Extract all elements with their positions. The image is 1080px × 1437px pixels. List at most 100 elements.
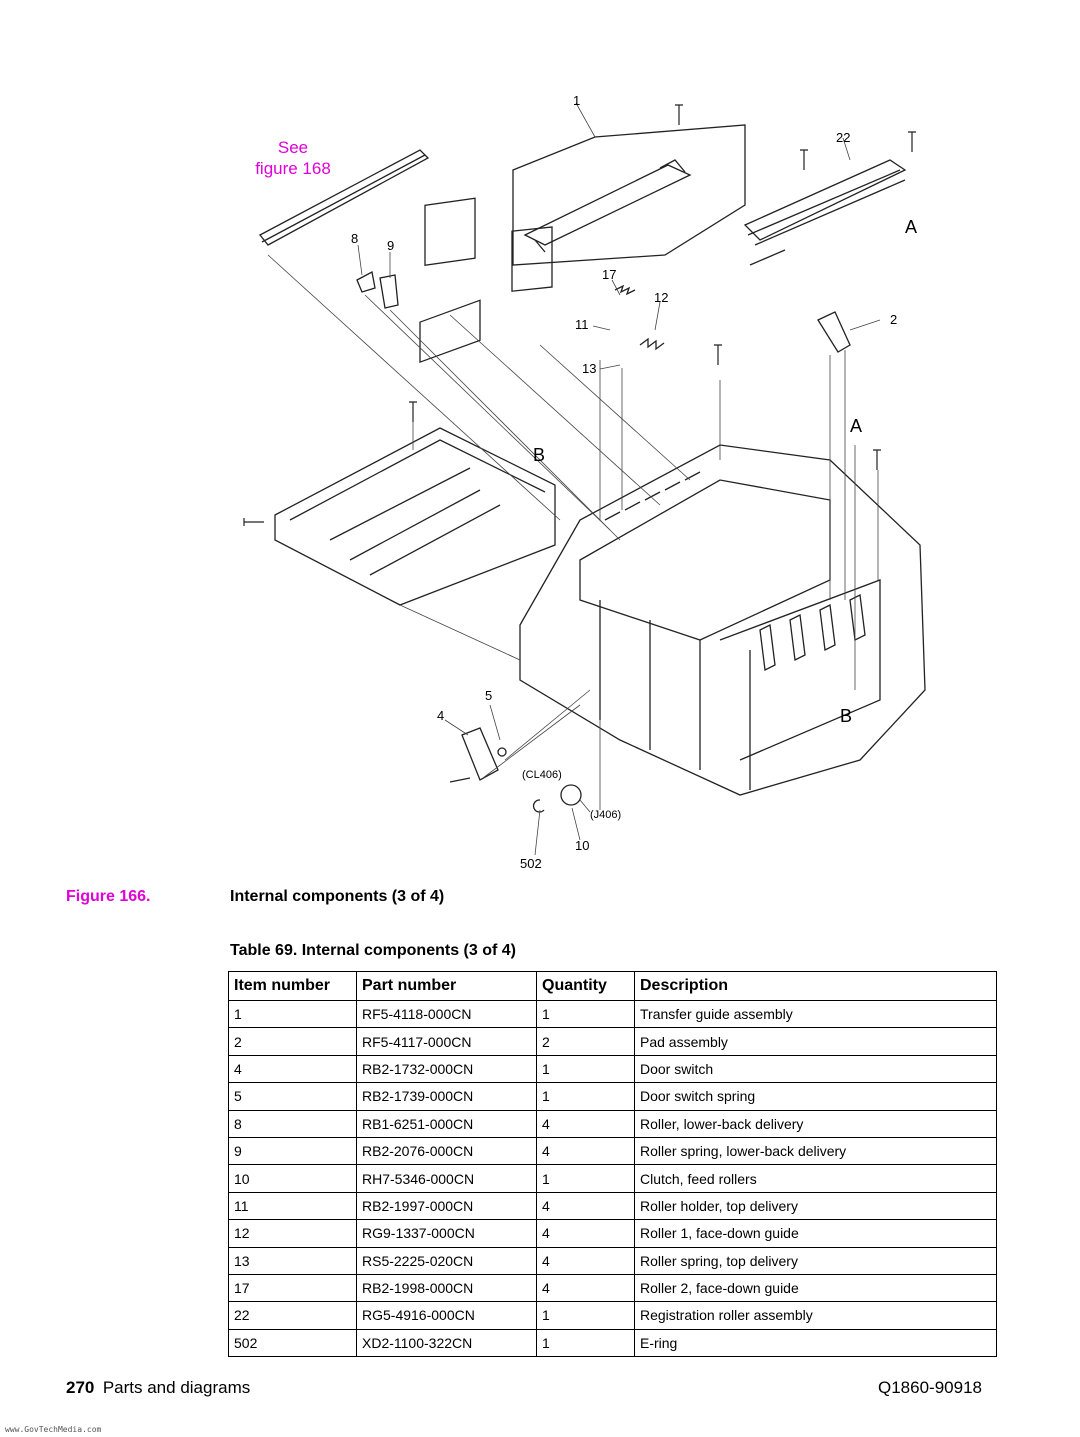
cell-description: Roller 2, face-down guide (634, 1273, 997, 1302)
cell-part-number: RF5-4117-000CN (356, 1027, 537, 1056)
callout-17: 17 (602, 267, 616, 282)
cell-item-number: 8 (228, 1109, 357, 1138)
cell-quantity: 1 (536, 1164, 635, 1193)
cell-part-number: RB2-1732-000CN (356, 1054, 537, 1083)
figure-label[interactable]: Figure 166. (66, 888, 151, 905)
cell-description: Roller spring, lower-back delivery (634, 1136, 997, 1165)
callout-j406: (J406) (590, 809, 621, 821)
see-figure-link-line2[interactable]: figure 168 (255, 159, 331, 178)
cell-part-number: RS5-2225-020CN (356, 1246, 537, 1275)
cell-part-number: RB1-6251-000CN (356, 1109, 537, 1138)
callout-B-chassis: B (840, 706, 852, 726)
see-figure-link[interactable]: See figure 168 (248, 137, 338, 179)
cell-quantity: 1 (536, 999, 635, 1028)
cell-item-number: 10 (228, 1164, 357, 1193)
cell-part-number: RG5-4916-000CN (356, 1301, 537, 1330)
figure-title: Internal components (3 of 4) (230, 888, 445, 905)
document-id: Q1860-90918 (878, 1378, 982, 1397)
cell-item-number: 17 (228, 1273, 357, 1302)
cell-quantity: 1 (536, 1054, 635, 1083)
cell-part-number: RB2-1739-000CN (356, 1082, 537, 1111)
cell-quantity: 4 (536, 1246, 635, 1275)
cell-quantity: 1 (536, 1082, 635, 1111)
cell-item-number: 13 (228, 1246, 357, 1275)
cell-quantity: 4 (536, 1109, 635, 1138)
page-number: 270 (66, 1378, 95, 1397)
cell-description: E-ring (634, 1328, 997, 1358)
col-header-description: Description (634, 971, 997, 1001)
cell-description: Clutch, feed rollers (634, 1164, 997, 1193)
col-header-item-number: Item number (228, 971, 357, 1001)
cell-quantity: 4 (536, 1219, 635, 1248)
cell-description: Door switch (634, 1054, 997, 1083)
site-watermark: www.GovTechMedia.com (5, 1425, 102, 1434)
cell-quantity: 4 (536, 1273, 635, 1302)
callout-10: 10 (575, 838, 589, 853)
cell-quantity: 1 (536, 1328, 635, 1358)
cell-part-number: RH7-5346-000CN (356, 1164, 537, 1193)
table-header-row: Item number Part number Quantity Descrip… (228, 971, 997, 1001)
cell-part-number: RB2-2076-000CN (356, 1136, 537, 1165)
cell-description: Roller spring, top delivery (634, 1246, 997, 1275)
cell-part-number: RF5-4118-000CN (356, 999, 537, 1028)
cell-quantity: 4 (536, 1136, 635, 1165)
cell-item-number: 502 (228, 1328, 357, 1358)
page-footer: 270 Parts and diagrams (66, 1378, 250, 1398)
cell-quantity: 1 (536, 1301, 635, 1330)
callout-2: 2 (890, 312, 897, 327)
cell-item-number: 22 (228, 1301, 357, 1330)
cell-quantity: 4 (536, 1191, 635, 1220)
col-header-quantity: Quantity (536, 971, 635, 1001)
cell-item-number: 11 (228, 1191, 357, 1220)
section-name: Parts and diagrams (102, 1378, 251, 1397)
callout-4: 4 (437, 708, 444, 723)
cell-description: Roller 1, face-down guide (634, 1219, 997, 1248)
cell-part-number: XD2-1100-322CN (356, 1328, 537, 1358)
callout-9: 9 (387, 238, 394, 253)
table-title: Table 69. Internal components (3 of 4) (230, 942, 516, 959)
cell-description: Registration roller assembly (634, 1301, 997, 1330)
parts-table: Item number Part number Quantity Descrip… (228, 971, 997, 1358)
cell-description: Transfer guide assembly (634, 999, 997, 1028)
cell-part-number: RB2-1997-000CN (356, 1191, 537, 1220)
callout-A-top: A (905, 217, 917, 237)
callout-13: 13 (582, 361, 596, 376)
cell-description: Roller, lower-back delivery (634, 1109, 997, 1138)
callout-B-board: B (533, 445, 545, 465)
callout-8: 8 (351, 231, 358, 246)
callout-5: 5 (485, 688, 492, 703)
callout-22: 22 (836, 130, 850, 145)
callout-A-chassis: A (850, 416, 862, 436)
cell-item-number: 2 (228, 1027, 357, 1056)
see-figure-link-line1[interactable]: See (277, 138, 309, 157)
cell-item-number: 1 (228, 999, 357, 1028)
exploded-parts-diagram: 1 22 A 8 9 17 12 2 11 13 A B B 5 4 (CL40… (243, 93, 926, 871)
cell-part-number: RG9-1337-000CN (356, 1219, 537, 1248)
cell-quantity: 2 (536, 1027, 635, 1056)
callout-11: 11 (575, 317, 589, 332)
cell-description: Pad assembly (634, 1027, 997, 1056)
cell-item-number: 4 (228, 1054, 357, 1083)
cell-item-number: 5 (228, 1082, 357, 1111)
callout-1: 1 (573, 93, 580, 108)
cell-part-number: RB2-1998-000CN (356, 1273, 537, 1302)
callout-cl406: (CL406) (522, 769, 562, 781)
cell-description: Door switch spring (634, 1082, 997, 1111)
cell-item-number: 9 (228, 1136, 357, 1165)
cell-item-number: 12 (228, 1219, 357, 1248)
cell-description: Roller holder, top delivery (634, 1191, 997, 1220)
callout-502: 502 (520, 856, 542, 871)
